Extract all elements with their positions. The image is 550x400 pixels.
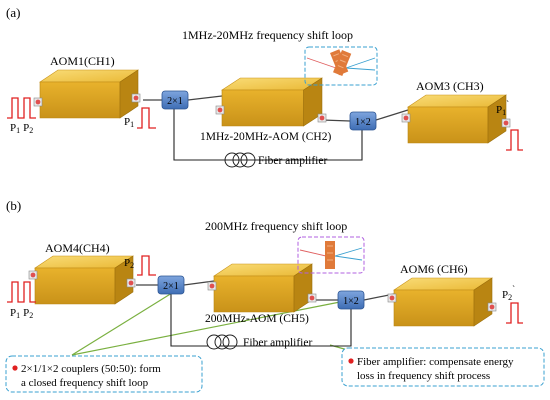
coupler-2x1-a-label: 2×1 — [167, 96, 183, 107]
coupler-1x2-a: 1×2 — [349, 111, 377, 131]
coupler-2x1-b: 2×1 — [157, 275, 185, 295]
aom4-label: AOM4(CH4) — [45, 241, 110, 255]
panel-b-tag: (b) — [6, 198, 21, 213]
amplifier-note-line2: loss in frequency shift process — [357, 370, 490, 382]
output-pulse-a — [506, 129, 523, 151]
aom1-label: AOM1(CH1) — [50, 54, 115, 68]
mid-pulse-b — [137, 255, 156, 276]
fiber-amplifier-coil-a — [224, 152, 256, 168]
aom6-box — [387, 277, 497, 327]
frequency-shift-inset-b — [297, 236, 365, 274]
mid-pulse-b-label: P2 — [124, 257, 134, 270]
aom3-label: AOM3 (CH3) — [416, 79, 484, 93]
aom5-box — [207, 263, 317, 313]
aom1-box — [33, 69, 141, 119]
panel-b-amp-label: Fiber amplifier — [243, 337, 312, 349]
mid-pulse-a — [137, 107, 156, 129]
output-pulse-b — [506, 302, 523, 324]
aom6-label: AOM6 (CH6) — [400, 262, 468, 276]
amplifier-note-line1: Fiber amplifier: compensate energy — [357, 356, 514, 368]
panel-a-amp-label: Fiber amplifier — [258, 155, 327, 167]
coupler-2x1-b-label: 2×1 — [163, 281, 179, 292]
aom3-box — [401, 94, 511, 144]
output-pulse-a-label: P1` — [496, 99, 509, 117]
panel-b: (b) 200MHz frequency shift loop Fiber am… — [5, 198, 545, 393]
aom4-box — [28, 255, 136, 305]
frequency-shift-inset-a — [304, 46, 378, 86]
fiber-coupler-to-aom5 — [183, 280, 215, 286]
input-pulse-b — [7, 281, 36, 303]
coupler-1x2-b: 1×2 — [337, 290, 365, 310]
aom2-label: 1MHz-20MHz-AOM (CH2) — [200, 131, 331, 143]
input-pulse-a — [7, 97, 36, 119]
mid-pulse-a-label: P1 — [124, 116, 134, 129]
amplifier-note: Fiber amplifier: compensate energy loss … — [341, 347, 545, 387]
panel-a: (a) 1MHz-20MHz frequency shift loop Fibe… — [6, 5, 523, 168]
fiber-loop-b — [170, 293, 352, 347]
coupler-1x2-a-label: 1×2 — [355, 117, 371, 128]
fiber-amplifier-coil-b — [206, 334, 238, 350]
fiber-loop-a — [173, 108, 363, 161]
panel-b-loop-title: 200MHz frequency shift loop — [205, 219, 347, 233]
coupler-2x1-a: 2×1 — [161, 90, 189, 110]
panel-a-tag: (a) — [6, 5, 20, 20]
fiber-coupler-to-aom2 — [187, 95, 223, 101]
panel-a-loop-title: 1MHz-20MHz frequency shift loop — [182, 28, 353, 42]
couplers-note-line1: 2×1/1×2 couplers (50:50): form — [21, 363, 161, 375]
output-pulse-b-label: P2` — [502, 284, 515, 302]
coupler-1x2-b-label: 1×2 — [343, 296, 359, 307]
couplers-note-line2: a closed frequency shift loop — [21, 377, 149, 389]
fiber-coupler-to-aom3 — [375, 109, 409, 121]
couplers-note: 2×1/1×2 couplers (50:50): form a closed … — [5, 355, 203, 393]
fiber-aom2-to-coupler — [321, 119, 351, 122]
aom5-label: 200MHz-AOM (CH5) — [205, 313, 309, 325]
